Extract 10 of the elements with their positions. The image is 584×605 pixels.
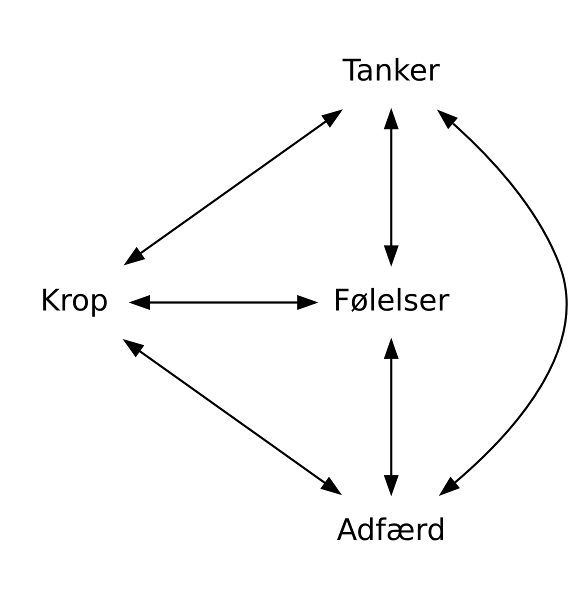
node-text: Følelser	[333, 283, 450, 318]
arrow	[124, 109, 343, 266]
arrow	[384, 338, 399, 496]
node-text: Krop	[40, 283, 108, 318]
node-text: Adfærd	[336, 513, 446, 548]
arrow	[436, 110, 568, 496]
arrow	[384, 108, 399, 267]
arrow	[122, 338, 342, 496]
node-text: Tanker	[342, 54, 440, 89]
arrow	[128, 295, 318, 310]
